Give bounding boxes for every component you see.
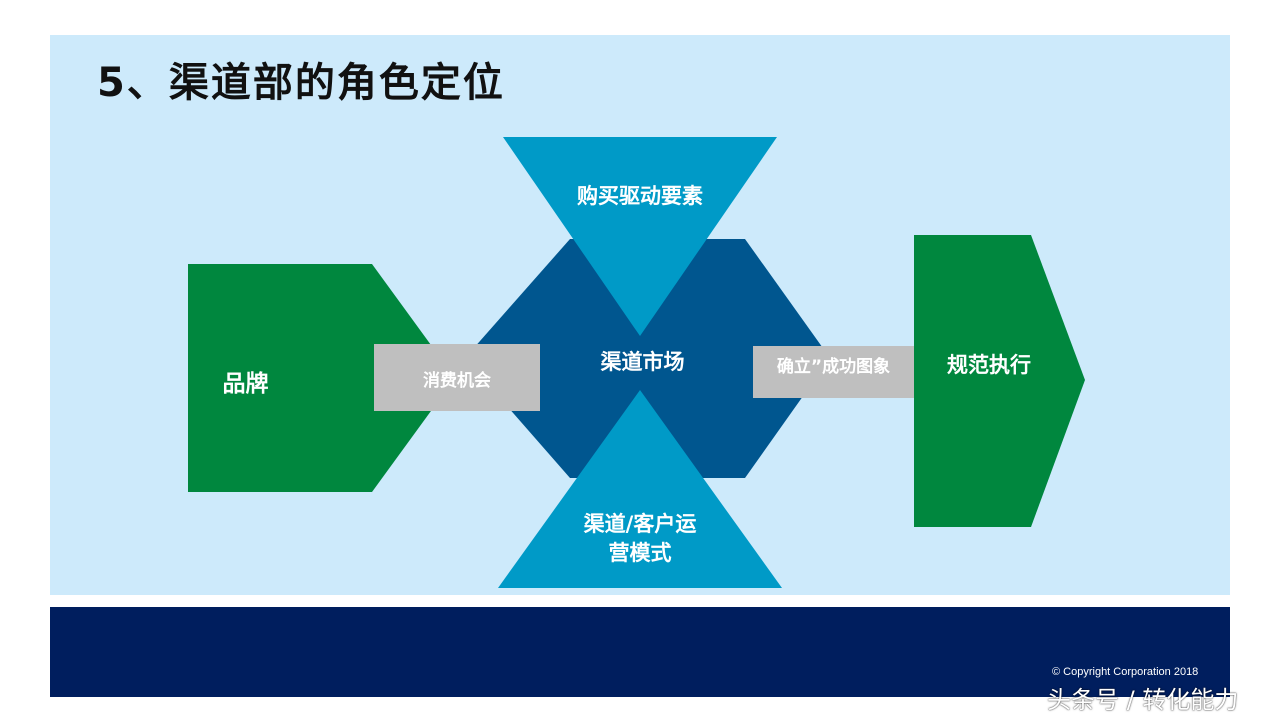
channel-market-label: 渠道市场 (600, 350, 685, 374)
purchase-driver-triangle (503, 137, 777, 336)
footer-band (50, 607, 1230, 697)
slide-title: 5、渠道部的角色定位 (97, 60, 505, 106)
consumption-opportunity-label: 消费机会 (423, 371, 491, 391)
brand-block (188, 264, 455, 492)
execution-block (914, 235, 1085, 527)
channel-operation-label-line1: 渠道/客户运 (583, 512, 697, 536)
channel-operation-label-line2: 营模式 (608, 541, 672, 565)
success-image-connector (753, 346, 914, 398)
watermark-text: 头条号 / 转化能力 (1047, 686, 1239, 714)
channel-operation-triangle (498, 390, 782, 588)
success-image-label: 确立”成功图象 (776, 357, 891, 377)
copyright-text: © Copyright Corporation 2018 (1052, 666, 1199, 678)
brand-label: 品牌 (222, 371, 269, 397)
channel-market-hexagon (465, 239, 830, 478)
consumption-opportunity-connector (374, 344, 540, 411)
execution-label: 规范执行 (947, 353, 1031, 377)
purchase-driver-label: 购买驱动要素 (577, 184, 703, 208)
